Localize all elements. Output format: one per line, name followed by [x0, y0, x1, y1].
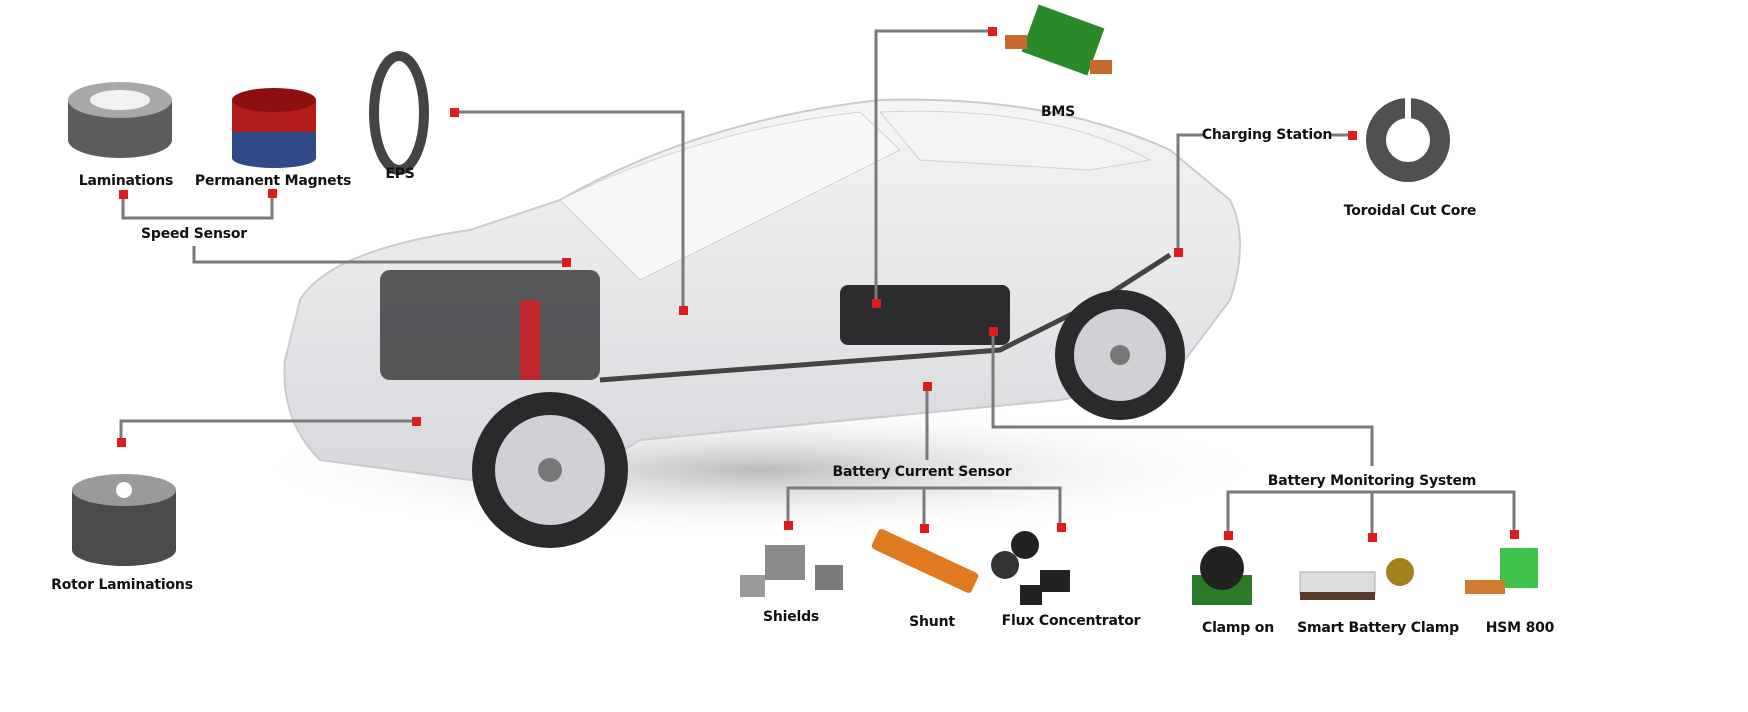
laminations-image [68, 82, 172, 158]
smart-battery-clamp-image [1299, 558, 1414, 600]
label-toroidal-cut-core: Toroidal Cut Core [1343, 203, 1477, 219]
label-eps: EPS [385, 166, 415, 182]
label-laminations: Laminations [78, 173, 174, 189]
flux-concentrator-image [991, 531, 1070, 605]
bms-image [1005, 4, 1112, 76]
marker-permanent-magnets [268, 189, 277, 198]
car-illustration [240, 98, 1280, 548]
marker-rotor-car [412, 417, 421, 426]
marker-rotor [117, 438, 126, 447]
label-smart-battery-clamp: Smart Battery Clamp [1297, 620, 1459, 636]
marker-laminations [119, 190, 128, 199]
marker-eps-car [679, 306, 688, 315]
marker-charging-car [1174, 248, 1183, 257]
permanent-magnets-image [232, 88, 316, 168]
clamp-on-image [1192, 546, 1252, 605]
shunt-image [871, 529, 979, 593]
marker-flux [1057, 523, 1066, 532]
label-battery-monitoring-system: Battery Monitoring System [1267, 473, 1477, 489]
marker-hsm [1510, 530, 1519, 539]
marker-toroidal [1348, 131, 1357, 140]
marker-bms-car [872, 299, 881, 308]
marker-eps [450, 108, 459, 117]
marker-bms-sys-car [989, 327, 998, 336]
marker-speed-sensor [562, 258, 571, 267]
label-bms: BMS [1040, 104, 1076, 120]
label-speed-sensor: Speed Sensor [141, 226, 247, 242]
label-charging-station: Charging Station [1201, 127, 1333, 143]
label-hsm-800: HSM 800 [1485, 620, 1555, 636]
marker-shields [784, 521, 793, 530]
label-clamp-on: Clamp on [1202, 620, 1274, 636]
label-battery-current-sensor: Battery Current Sensor [832, 464, 1012, 480]
marker-clamp-on [1224, 531, 1233, 540]
hsm-800-image [1465, 548, 1538, 594]
eps-image [369, 51, 429, 175]
label-flux-concentrator: Flux Concentrator [1001, 613, 1141, 629]
markers [117, 27, 1519, 542]
shields-image [740, 545, 843, 597]
marker-smart-clamp [1368, 533, 1377, 542]
toroidal-cut-core-image [1366, 96, 1450, 182]
marker-bms [988, 27, 997, 36]
connector-lines [119, 29, 1516, 537]
label-shields: Shields [762, 609, 820, 625]
label-shunt: Shunt [909, 614, 955, 630]
label-rotor-laminations: Rotor Laminations [51, 577, 193, 593]
marker-bcs-car [923, 382, 932, 391]
label-permanent-magnets: Permanent Magnets [194, 173, 352, 189]
rotor-laminations-image [72, 474, 176, 566]
marker-shunt [920, 524, 929, 533]
